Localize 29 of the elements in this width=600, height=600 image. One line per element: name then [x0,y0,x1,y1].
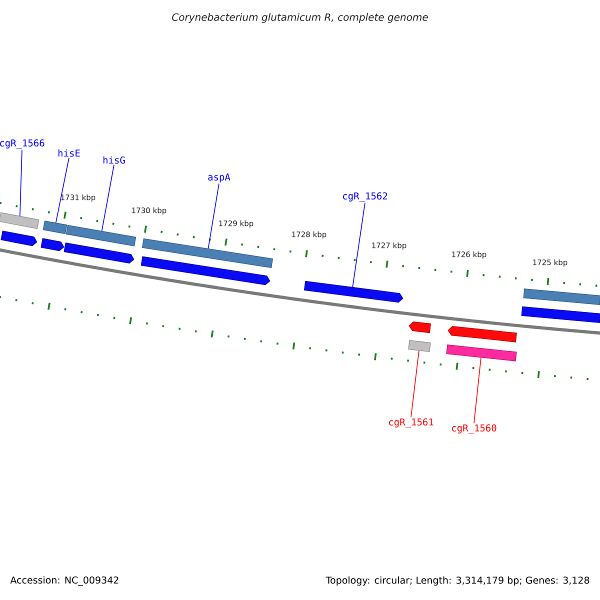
gene-label: cgR_1560 [452,424,496,434]
gene-bar [66,224,136,246]
gene-bar [42,220,68,234]
gene-label: aspA [208,174,230,182]
leader-line [410,350,420,418]
gene-block [448,326,517,342]
footer-text: Accession: NC_009342 [10,576,118,586]
title: Corynebacterium glutamicum R, complete genome [172,13,428,23]
footer-text: Topology: circular; Length: 3,314,179 bp; Genes: 3,128 [326,576,590,586]
gene-block [64,242,134,264]
gene-label: hisE [58,149,80,157]
leader-line [101,164,114,232]
gene-bar [521,306,600,323]
leader-line [474,357,482,424]
leader-line [55,157,70,224]
gene-label: hisG [103,156,125,164]
leader-line [352,202,366,288]
leader-line [20,149,22,216]
gene-bar [446,344,517,362]
gene-bar [408,340,431,352]
gene-block [0,230,38,246]
gene-block [304,280,404,303]
gene-block [140,256,270,286]
gene-block [40,238,64,252]
gene-label: cgR_1566 [0,139,44,149]
leader-line [208,183,220,249]
gene-bar [523,288,600,305]
gene-label: cgR_1562 [343,192,388,202]
gene-label: cgR_1561 [389,418,434,428]
